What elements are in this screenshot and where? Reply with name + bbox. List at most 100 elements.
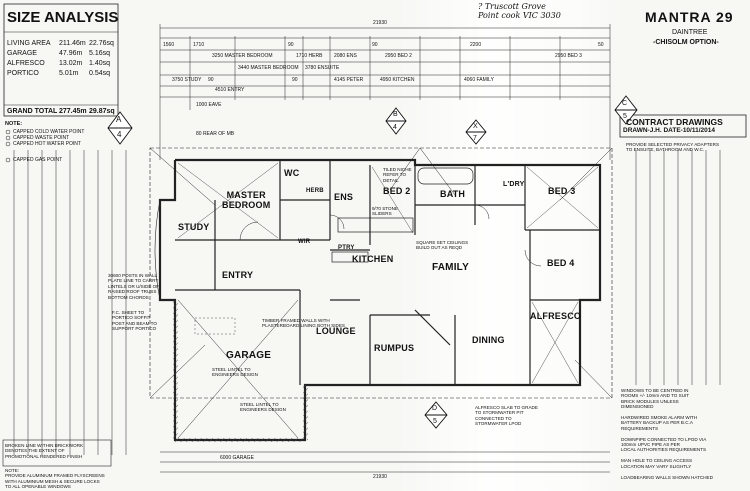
dim-mid: 4950 KITCHEN bbox=[380, 77, 415, 83]
marker-d-letter: D bbox=[432, 405, 438, 412]
callout-tiled-niche: TILED NICHE REFER TO DETAIL bbox=[383, 167, 412, 183]
size-row-m2: 13.02m bbox=[59, 60, 83, 67]
dim-top: 1560 bbox=[163, 42, 175, 48]
size-total-label: GRAND TOTAL bbox=[7, 108, 58, 115]
callout-posts: 30600 POSTS IN WALL PLATE LINE TO CARRY … bbox=[108, 273, 160, 300]
size-row-sq: 22.76sq bbox=[89, 40, 114, 47]
room-rumpus: RUMPUS bbox=[374, 343, 415, 353]
size-row-label: GARAGE bbox=[7, 50, 37, 57]
dim-top: 2950 BED 3 bbox=[555, 53, 582, 59]
dim-overall-bottom: 21930 bbox=[373, 474, 387, 480]
size-row: LIVING AREA 211.46m 22.76sq bbox=[7, 40, 115, 50]
marker-d-number: 5 bbox=[433, 418, 437, 425]
room-master-bedroom: MASTER BEDROOM bbox=[222, 190, 271, 210]
size-analysis-title: SIZE ANALYSIS bbox=[7, 9, 119, 26]
dim-entry: 4510 ENTRY bbox=[215, 87, 245, 93]
size-row-sq: 0.54sq bbox=[89, 70, 111, 77]
note-general: WINDOWS TO BE CENTRED IN ROOMS +/- 10mm … bbox=[621, 388, 713, 480]
dim-top: 50 bbox=[598, 42, 604, 48]
legend-title: NOTE: bbox=[5, 121, 23, 127]
callout-roof: 80 REAR OF MB bbox=[196, 131, 235, 137]
size-row-m2: 211.46m bbox=[59, 40, 86, 47]
marker-x-number: 7 bbox=[473, 135, 477, 142]
dim-mid: 3780 ENSUITE bbox=[305, 65, 340, 71]
room-wc: WC bbox=[284, 168, 300, 178]
room-ens: ENS bbox=[334, 192, 354, 202]
facade-name: DAINTREE bbox=[672, 29, 708, 36]
note-flyscreens: NOTE: PROVIDE ALUMINIUM FRAMED FLYSCREEN… bbox=[5, 468, 105, 490]
size-total-row: GRAND TOTAL 277.45m 29.87sq bbox=[7, 108, 115, 115]
dim-top: 1710 HERB bbox=[296, 53, 323, 59]
callout-steel-lintel-1: STEEL LINTEL TO ENGINEERS DESIGN bbox=[212, 367, 258, 378]
dim-mid: 3440 MASTER BEDROOM bbox=[238, 65, 299, 71]
dim-top: 2950 BED 2 bbox=[385, 53, 412, 59]
marker-x-letter: X bbox=[473, 123, 478, 130]
size-total-sq: 29.87sq bbox=[89, 108, 115, 115]
size-row: GARAGE 47.96m 5.16sq bbox=[7, 50, 115, 60]
callout-eave: 1000 EAVE bbox=[196, 102, 222, 108]
size-row: ALFRESCO 13.02m 1.40sq bbox=[7, 60, 115, 70]
dim-top: 90 bbox=[372, 42, 378, 48]
dim-mid: 4060 FAMILY bbox=[464, 77, 494, 83]
size-row-sq: 1.40sq bbox=[89, 60, 111, 67]
callout-square-set: SQUARE SET CEILINGS BUILD OUT AS REQD bbox=[416, 240, 469, 251]
callout-fc-sheet: F.C. SHEET TO PORTICO SOFFIT POST AND BE… bbox=[112, 310, 157, 332]
room-dining: DINING bbox=[472, 335, 505, 345]
room-bed2: BED 2 bbox=[383, 186, 411, 196]
handwritten-address: ? Truscott Grove Point cook VIC 3030 bbox=[478, 2, 561, 20]
marker-c-number: 5 bbox=[623, 113, 627, 120]
marker-b-letter: B bbox=[393, 111, 398, 118]
size-total-m2: 277.45m bbox=[59, 108, 87, 115]
size-row-m2: 47.96m bbox=[59, 50, 83, 57]
dim-top: 2080 ENS bbox=[334, 53, 357, 59]
note-broken-line: BROKEN LINE WITHIN BRICKWORK DENOTES THE… bbox=[5, 443, 84, 459]
size-row: PORTICO 5.01m 0.54sq bbox=[7, 70, 115, 80]
dim-top: 1710 bbox=[193, 42, 205, 48]
room-bath: BATH bbox=[440, 189, 466, 199]
note-privacy: PROVIDE SELECTED PRIVACY ADAPTERS TO ENS… bbox=[626, 142, 720, 153]
room-bed3: BED 3 bbox=[548, 186, 576, 196]
dim-garage-bottom: 6000 GARAGE bbox=[220, 455, 254, 461]
dim-mid: 90 bbox=[208, 77, 214, 83]
marker-c-letter: C bbox=[622, 100, 628, 107]
marker-a-number: 4 bbox=[117, 130, 122, 139]
room-garage: GARAGE bbox=[226, 350, 272, 361]
size-row-sq: 5.16sq bbox=[89, 50, 111, 57]
legend-item: CAPPED HOT WATER POINT bbox=[13, 141, 81, 147]
dim-top: 2200 bbox=[470, 42, 482, 48]
dim-mid: 3750 STUDY bbox=[172, 77, 202, 83]
callout-steel-lintel-2: STEEL LINTEL TO ENGINEERS DESIGN bbox=[240, 402, 286, 413]
model-name: MANTRA 29 bbox=[645, 9, 734, 25]
room-pantry: PTRY bbox=[338, 245, 355, 251]
marker-b-number: 4 bbox=[393, 124, 397, 131]
size-row-label: LIVING AREA bbox=[7, 40, 51, 47]
marker-a-letter: A bbox=[116, 115, 122, 124]
room-wir: WIR bbox=[298, 239, 311, 245]
room-herb: HERB bbox=[306, 188, 324, 194]
callout-sliders: 9/70 STONE SLIDERS bbox=[372, 206, 398, 217]
dim-overall-top: 21930 bbox=[373, 20, 387, 26]
dim-top: 90 bbox=[288, 42, 294, 48]
size-row-label: ALFRESCO bbox=[7, 60, 45, 67]
legend-item: CAPPED COLD WATER POINT bbox=[13, 129, 85, 135]
room-alfresco: ALFRESCO bbox=[530, 311, 582, 321]
dim-mid: 90 bbox=[292, 77, 298, 83]
callout-alfresco-slab: ALFRESCO SLAB TO GRADE TO STORMWATER PIT… bbox=[475, 405, 538, 427]
callout-timber-walls: TIMBER FRAMED WALLS WITH PLASTERBOARD LI… bbox=[262, 318, 345, 329]
size-row-label: PORTICO bbox=[7, 70, 39, 77]
room-kitchen: KITCHEN bbox=[352, 254, 394, 264]
option-name: -CHISOLM OPTION- bbox=[653, 39, 719, 46]
dim-top: 3250 MASTER BEDROOM bbox=[212, 53, 273, 59]
room-family: FAMILY bbox=[432, 262, 469, 273]
contract-title: CONTRACT DRAWINGS bbox=[626, 117, 723, 127]
room-entry: ENTRY bbox=[222, 270, 254, 280]
room-study: STUDY bbox=[178, 222, 210, 232]
dim-mid: 4145 PETER bbox=[334, 77, 364, 83]
room-laundry: L'DRY bbox=[503, 181, 525, 188]
size-row-m2: 5.01m bbox=[59, 70, 79, 77]
room-bed4: BED 4 bbox=[547, 258, 575, 268]
legend-item: CAPPED GAS POINT bbox=[13, 157, 63, 163]
size-analysis-rows: LIVING AREA 211.46m 22.76sq GARAGE 47.96… bbox=[7, 40, 115, 80]
